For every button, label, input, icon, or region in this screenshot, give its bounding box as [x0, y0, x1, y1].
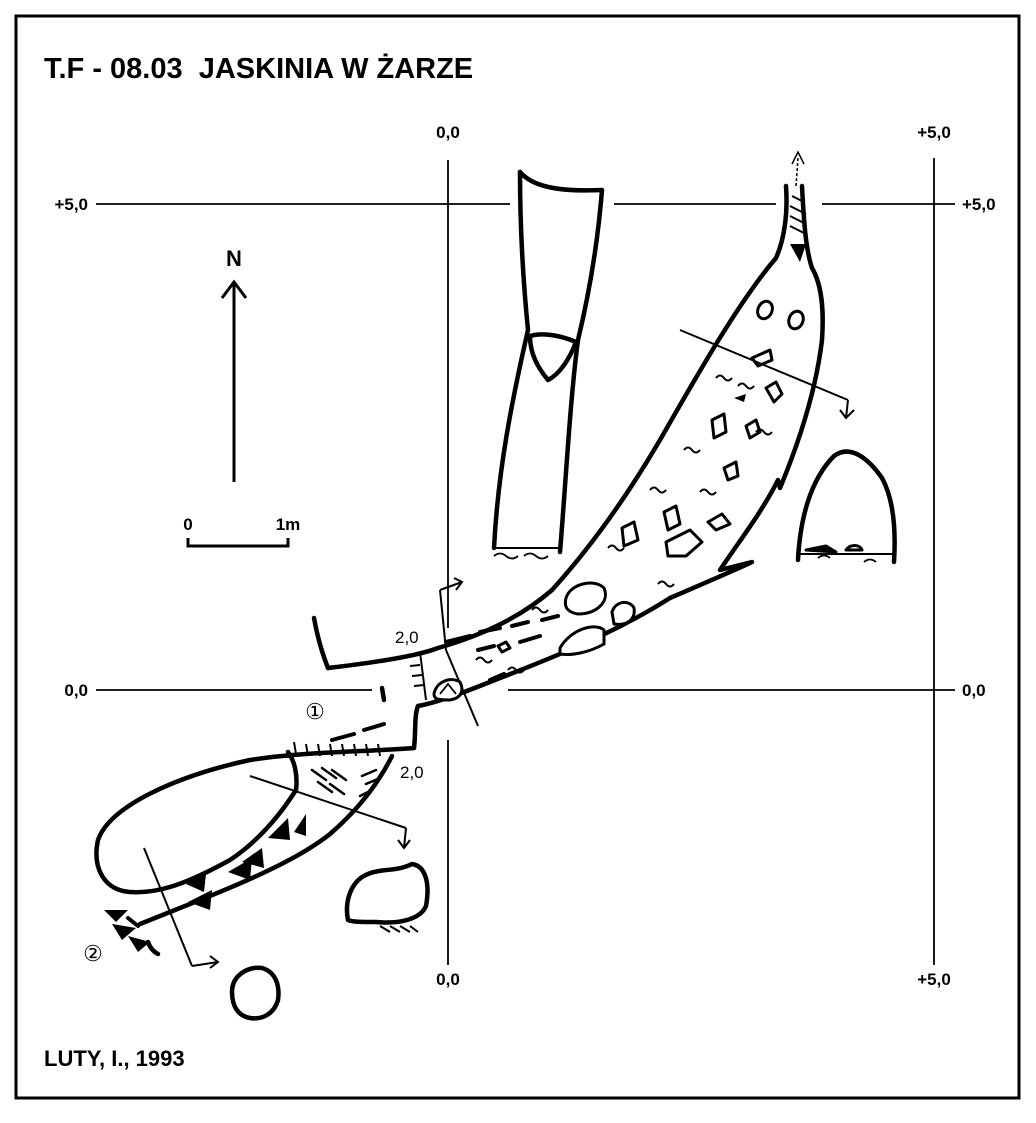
north-arrow: N	[220, 246, 248, 482]
cross-section-lower-right	[344, 861, 430, 933]
scale-bar: 0 1m	[183, 515, 301, 548]
cross-section-lower-left	[229, 965, 281, 1021]
passage-floor-features	[432, 299, 805, 702]
depth-label-lower: 2,0	[400, 763, 424, 782]
cross-section-upper-right	[795, 449, 897, 565]
section-markers	[143, 329, 855, 969]
entrance-marker-1: ①	[305, 699, 325, 724]
coordinate-grid	[96, 158, 955, 965]
grid-label-right-upper: +5,0	[962, 195, 996, 214]
entrance-marker-2: ②	[83, 941, 103, 966]
map-frame	[14, 14, 1021, 1100]
cross-section-upper-left	[491, 169, 605, 560]
scale-end-label: 1m	[276, 515, 301, 534]
grid-label-right-lower: 0,0	[962, 681, 986, 700]
depth-label-upper: 2,0	[395, 628, 419, 647]
grid-label-left-upper: +5,0	[54, 195, 88, 214]
grid-label-bottom-left: 0,0	[436, 970, 460, 989]
scale-start-label: 0	[183, 515, 192, 534]
grid-label-top-left: 0,0	[436, 123, 460, 142]
map-title: T.F - 08.03 JASKINIA W ŻARZE	[44, 53, 473, 85]
cave-passage-lower	[94, 722, 417, 957]
grid-label-bottom-right: +5,0	[917, 970, 951, 989]
author-credit: LUTY, I., 1993	[44, 1046, 185, 1071]
grid-label-left-lower: 0,0	[64, 681, 88, 700]
cave-passage-upper	[311, 150, 825, 751]
grid-label-top-right: +5,0	[917, 123, 951, 142]
north-label: N	[226, 246, 242, 271]
